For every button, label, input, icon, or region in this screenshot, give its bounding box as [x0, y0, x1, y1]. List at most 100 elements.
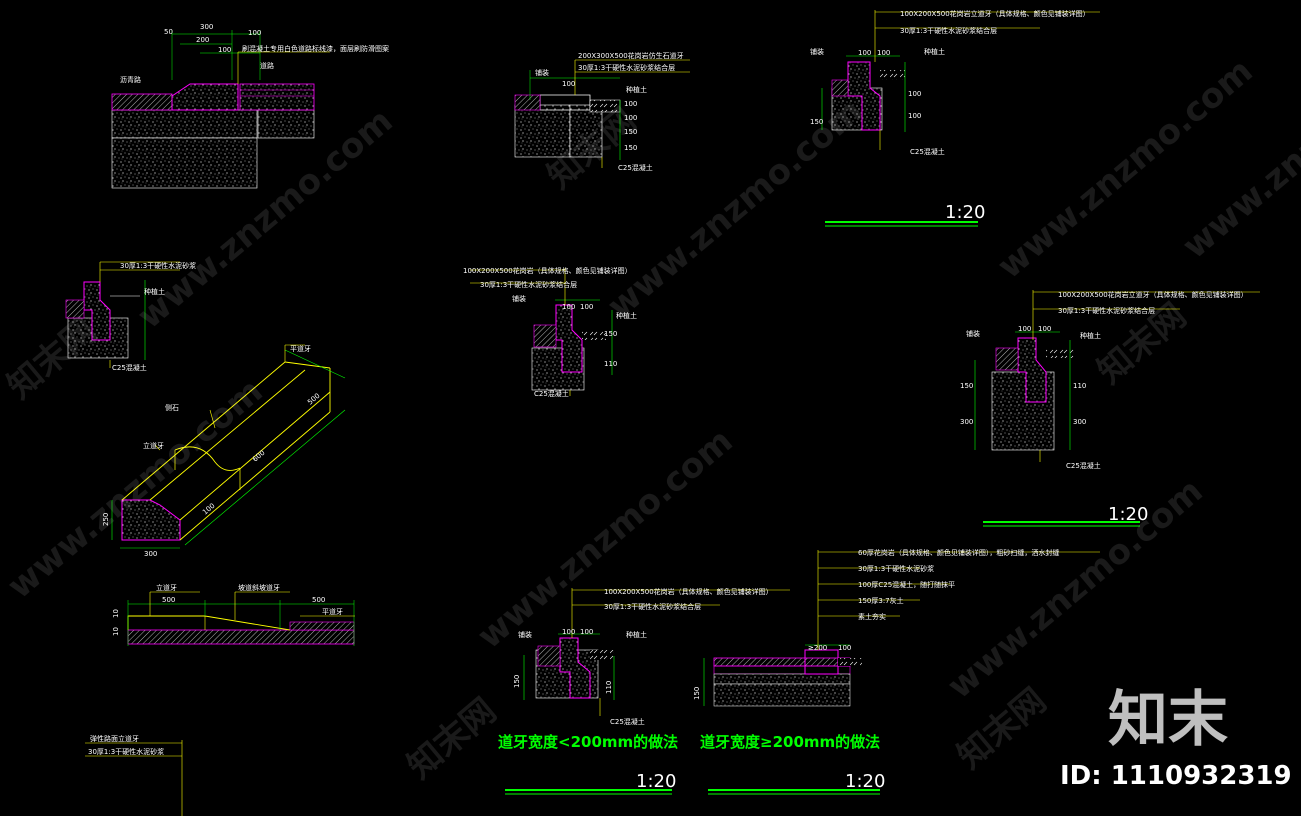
detail-b-dim-1: 100: [562, 80, 575, 88]
detail-b-dim-4: 150: [624, 128, 637, 136]
detail-b-dim-3: 100: [624, 114, 637, 122]
detail-e-label-soil: 种植土: [616, 311, 637, 320]
detail-d-dim-4: 110: [1073, 382, 1086, 390]
detail-k-curb-under-200: 100X200X500花岗岩（具体规格、颜色见铺装详图） 30厚1:3干硬性水泥…: [498, 587, 790, 795]
detail-d-dim-1: 100: [1018, 325, 1031, 333]
detail-g-dim-3: 300: [144, 550, 157, 558]
detail-h-label-vertical: 立道牙: [156, 583, 177, 592]
detail-a-dim-1: 300: [200, 23, 213, 31]
detail-g-dim-5: 100: [201, 502, 216, 517]
detail-d-curb-section: 100X200X500花岗岩立道牙（具体规格、颜色见铺装详图） 30厚1:3干硬…: [960, 290, 1260, 527]
brand-logo: 知末: [1108, 685, 1228, 755]
detail-d-dim-5: 300: [960, 418, 973, 426]
detail-f-label-concrete: 100厚C25混凝土，随打随抹平: [858, 580, 955, 589]
watermark-text-4: www.znzmo.com: [0, 371, 270, 607]
detail-f-label-granite: 60厚花岗岩（具体规格、颜色见铺装详图），粗砂扫缝，洒水封缝: [858, 548, 1059, 557]
detail-b-dim-2: 100: [624, 100, 637, 108]
detail-f-dim-3: 150: [693, 687, 701, 700]
detail-h-ramp-elevation: 立道牙 平道牙 坡道斜坡道牙 500 500 10 10: [112, 583, 355, 646]
detail-g-dim-1: 500: [306, 392, 321, 407]
detail-d-label-soil: 种植土: [1080, 331, 1101, 340]
detail-e-curb-section: 100X200X500花岗岩（具体规格、颜色见铺装详图） 30厚1:3干硬性水泥…: [463, 266, 637, 398]
detail-e-label-mortar: 30厚1:3干硬性水泥砂浆结合层: [480, 280, 577, 289]
detail-b-label-mortar: 30厚1:3干硬性水泥砂浆结合层: [578, 63, 675, 72]
detail-i-label-mortar: 30厚1:3干硬性水泥砂浆: [120, 261, 196, 270]
detail-c-curb-section: 100X200X500花岗岩立道牙（具体规格、颜色见铺装详图） 30厚1:3干硬…: [810, 9, 1100, 227]
watermark-text-6: www.znzmo.com: [940, 471, 1210, 707]
scale-label-c: 1:20: [945, 202, 985, 223]
detail-i-curb-section: 种植土 C25混凝土 30厚1:3干硬性水泥砂浆: [65, 261, 196, 372]
detail-c-label-soil: 种植土: [924, 47, 945, 56]
detail-h-dim-1: 500: [162, 596, 175, 604]
detail-e-dim-4: 110: [604, 360, 617, 368]
detail-f-label-soil: 素土夯实: [858, 612, 886, 621]
detail-j-partial: 弹性路面立道牙 30厚1:3干硬性水泥砂浆: [85, 734, 183, 816]
detail-h-dim-2: 500: [312, 596, 325, 604]
detail-f-label-lime: 150厚3:7灰土: [858, 596, 904, 605]
detail-e-label-concrete: C25混凝土: [534, 389, 569, 398]
detail-k-dim-1: 100: [562, 628, 575, 636]
detail-h-dim-3: 10: [112, 609, 120, 618]
detail-k-dim-3: 150: [513, 675, 521, 688]
detail-k-label-stone: 100X200X500花岗岩（具体规格、颜色见铺装详图）: [604, 587, 773, 596]
watermark-text-2: www.znzmo.com: [600, 91, 870, 327]
detail-b-label-paving: 铺装: [535, 68, 549, 77]
detail-c-dim-1: 100: [858, 49, 871, 57]
detail-d-label-concrete: C25混凝土: [1066, 461, 1101, 470]
detail-a-dim-2: 100: [248, 29, 261, 37]
detail-k-dim-4: 110: [605, 681, 613, 694]
detail-k-label-concrete: C25混凝土: [610, 717, 645, 726]
detail-f-label-mortar: 30厚1:3干硬性水泥砂浆: [858, 564, 934, 573]
detail-d-dim-6: 300: [1073, 418, 1086, 426]
caption-under-200: 道牙宽度<200mm的做法: [498, 733, 678, 751]
detail-g-dim-4: 250: [102, 513, 110, 526]
scale-label-d: 1:20: [1108, 504, 1148, 525]
detail-a-dim-5: 50: [164, 28, 173, 36]
detail-h-dim-4: 10: [112, 627, 120, 636]
detail-g-dim-2: 600: [251, 449, 266, 464]
brand-badge: 知末 ID: 1110932319: [1060, 685, 1292, 791]
detail-c-dim-5: 100: [908, 112, 921, 120]
detail-e-label-stone: 100X200X500花岗岩（具体规格、颜色见铺装详图）: [463, 266, 632, 275]
detail-d-label-stone: 100X200X500花岗岩立道牙（具体规格、颜色见铺装详图）: [1058, 290, 1248, 299]
detail-a-dim-4: 100: [218, 46, 231, 54]
detail-c-label-stone: 100X200X500花岗岩立道牙（具体规格、颜色见铺装详图）: [900, 9, 1090, 18]
detail-h-label-ramp: 坡道斜坡道牙: [238, 583, 280, 592]
detail-h-label-flat: 平道牙: [322, 607, 343, 616]
brand-id: ID: 1110932319: [1060, 761, 1292, 791]
detail-g-label-side: 侧石: [165, 403, 179, 412]
detail-e-dim-2: 100: [580, 303, 593, 311]
detail-b-label-stone: 200X300X500花岗岩仿生石道牙: [578, 51, 684, 60]
detail-d-dim-2: 100: [1038, 325, 1051, 333]
watermark-text-5: www.znzmo.com: [470, 421, 740, 657]
detail-a-curb-section: 300 100 200 100 50 刷混凝土专用白色道路标线漆，面层刷防滑图案…: [111, 23, 389, 189]
watermark-text-3: www.znzmo.com: [990, 51, 1260, 287]
detail-f-curb-over-200: 60厚花岗岩（具体规格、颜色见铺装详图），粗砂扫缝，洒水封缝 30厚1:3干硬性…: [693, 548, 1100, 795]
detail-c-label-mortar: 30厚1:3干硬性水泥砂浆结合层: [900, 26, 997, 35]
detail-g-label-flat-curb: 平道牙: [290, 344, 311, 353]
detail-b-curb-section: 铺装 200X300X500花岗岩仿生石道牙 30厚1:3干硬性水泥砂浆结合层 …: [514, 51, 690, 172]
detail-a-label-marking: 刷混凝土专用白色道路标线漆，面层刷防滑图案: [242, 44, 389, 53]
watermark-cn-1: 知末网: [0, 311, 104, 407]
detail-c-label-paving: 铺装: [810, 47, 824, 56]
detail-d-label-paving: 铺装: [966, 329, 980, 338]
scale-label-k: 1:20: [636, 771, 676, 792]
detail-c-dim-3: 150: [810, 118, 823, 126]
detail-k-label-soil: 种植土: [626, 630, 647, 639]
detail-b-dim-5: 150: [624, 144, 637, 152]
detail-e-dim-1: 100: [562, 303, 575, 311]
detail-f-dim-1: ≥200: [808, 644, 827, 652]
detail-k-dim-2: 100: [580, 628, 593, 636]
scale-label-f: 1:20: [845, 771, 885, 792]
detail-g-label-vertical: 立道牙: [143, 441, 164, 450]
detail-d-dim-3: 150: [960, 382, 973, 390]
detail-e-dim-3: 150: [604, 330, 617, 338]
detail-c-dim-4: 100: [908, 90, 921, 98]
detail-b-label-concrete: C25混凝土: [618, 163, 653, 172]
detail-c-dim-2: 100: [877, 49, 890, 57]
detail-a-dim-3: 200: [196, 36, 209, 44]
detail-j-label-curb: 弹性路面立道牙: [90, 734, 139, 743]
detail-a-label-road: 道路: [260, 61, 274, 70]
detail-i-label-soil: 种植土: [144, 287, 165, 296]
